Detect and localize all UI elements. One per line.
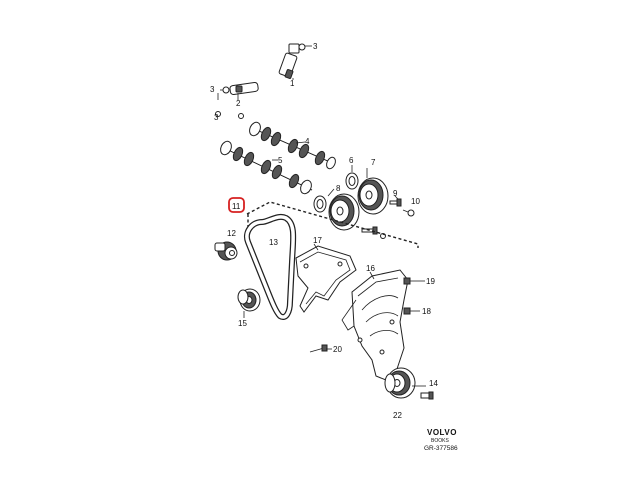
camshaft-5 [220, 140, 313, 195]
callout-3-bottom: 3 [214, 113, 219, 122]
bolt-small-2 [238, 113, 244, 119]
drawing-code: GR-377586 [424, 445, 458, 452]
callout-9: 9 [393, 189, 398, 198]
callout-13: 12 [227, 229, 236, 238]
bolt-20 [309, 344, 332, 353]
screw-19 [403, 277, 425, 285]
callout-6: 6 [349, 156, 354, 165]
callout-19: 19 [426, 277, 435, 286]
tensioner-13 [214, 241, 238, 261]
seal-6 [345, 165, 359, 190]
brand-subtitle: BOOKS [431, 438, 449, 444]
sensor-part-1 [278, 43, 312, 80]
callout-4: 4 [305, 137, 310, 146]
timing-belt-12 [244, 213, 297, 320]
brand-block: VOLVO BOOKS GR-377586 [424, 428, 458, 452]
kit-outline-top [246, 201, 419, 248]
screw-18 [403, 307, 420, 315]
callout-10: 10 [411, 197, 420, 206]
highlight-circle-11 [228, 197, 245, 213]
callout-1: 1 [290, 79, 295, 88]
callout-3-left: 3 [210, 85, 215, 94]
callout-14: 14 [429, 379, 438, 388]
callout-22: 22 [393, 411, 402, 420]
bolt-9 [389, 195, 402, 207]
callout-3-top: 3 [313, 42, 318, 51]
callout-8: 8 [336, 184, 341, 193]
washer-10 [407, 209, 415, 217]
camshaft-pulley-lower [328, 193, 360, 231]
timing-cover-17 [295, 243, 357, 313]
callout-5: 5 [278, 156, 283, 165]
callout-18: 18 [422, 307, 431, 316]
callout-2: 2 [236, 99, 241, 108]
camshaft-4 [249, 121, 336, 170]
seal-8 [313, 188, 335, 213]
crank-bolt-14 [412, 385, 434, 400]
callout-15: 15 [238, 319, 247, 328]
callout-7: 7 [371, 158, 376, 167]
timing-cover-16 [341, 269, 409, 381]
callout-11: 11 [232, 202, 241, 211]
crankshaft-pulley-22 [384, 367, 416, 399]
callout-20: 20 [333, 345, 342, 354]
bolt-small [215, 111, 221, 117]
brand-name: VOLVO [427, 428, 457, 437]
callout-16: 16 [366, 264, 375, 273]
callout-17: 17 [313, 236, 322, 245]
camshaft-pulley-7 [357, 168, 389, 215]
idler-pulley-15 [237, 288, 261, 318]
callout-12: 13 [269, 238, 278, 247]
sensor-part-2 [217, 81, 259, 100]
